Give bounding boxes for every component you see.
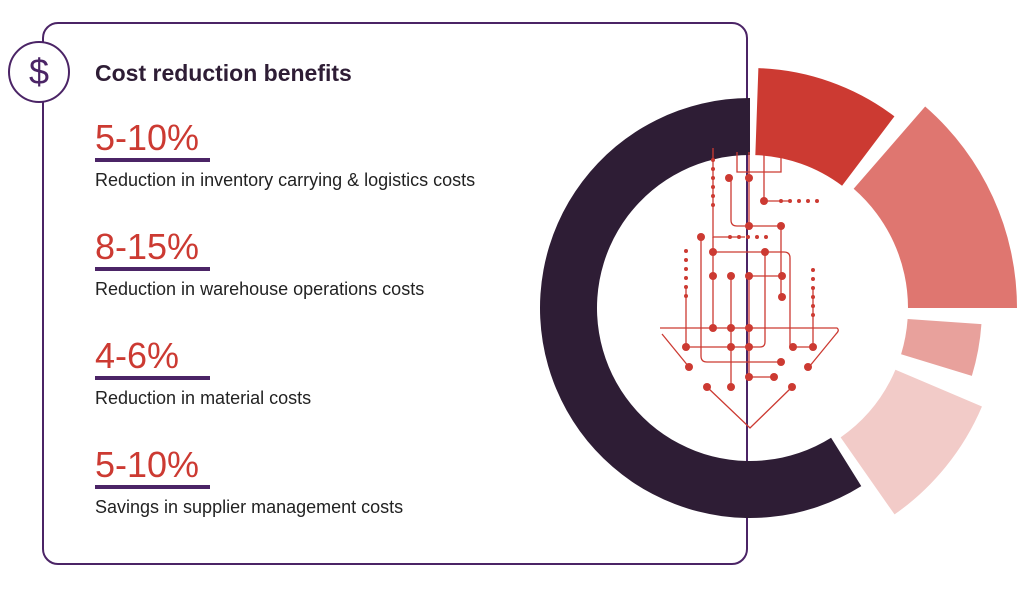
circuit-node [745,222,753,230]
circuit-node [761,248,769,256]
circuit-dot [811,304,815,308]
circuit-node [777,358,785,366]
circuit-trace [700,237,781,363]
circuit-dot [746,235,750,239]
circuit-dot [711,203,715,207]
benefit-label: Savings in supplier management costs [95,497,404,517]
donut-dark-segment [540,98,862,518]
circuit-trace [736,152,782,173]
benefit-item: 4-6% Reduction in material costs [95,336,311,409]
content-frame [42,22,748,565]
circuit-node [745,272,753,280]
circuit-dot [806,199,810,203]
circuit-node [804,363,812,371]
circuit-dot [811,277,815,281]
circuit-trace [660,327,839,368]
circuit-dot [711,185,715,189]
benefit-value: 5-10% [95,445,210,489]
circuit-node [709,248,717,256]
circuit-node [709,324,717,332]
circuit-dot [811,295,815,299]
circuit-node [697,233,705,241]
circuit-dot [684,285,688,289]
circuit-node [778,293,786,301]
circuit-dot [815,199,819,203]
benefit-value: 4-6% [95,336,210,380]
donut-segment-3 [901,319,982,376]
dollar-icon: $ [8,41,70,103]
benefit-value: 5-10% [95,118,210,162]
donut-segment-4 [840,369,982,515]
benefit-item: 5-10% Reduction in inventory carrying & … [95,118,475,191]
circuit-node [778,272,786,280]
circuit-node [789,343,797,351]
circuit-dot [711,194,715,198]
donut-segment-1 [755,68,895,186]
circuit-node [745,373,753,381]
circuit-dot [684,249,688,253]
circuit-dot [711,167,715,171]
donut-segment-2 [853,106,1017,308]
circuit-trace [730,178,782,296]
circuit-dot [728,235,732,239]
circuit-dot [684,276,688,280]
circuit-trace [686,251,766,348]
circuit-node [709,272,717,280]
circuit-dot [711,158,715,162]
benefit-item: 8-15% Reduction in warehouse operations … [95,227,424,300]
circuit-node [770,373,778,381]
circuit-node [745,324,753,332]
benefit-label: Reduction in warehouse operations costs [95,279,425,299]
circuit-node [727,272,735,280]
benefit-label: Reduction in inventory carrying & logist… [95,170,476,190]
circuit-node [788,383,796,391]
circuit-node [777,222,785,230]
circuit-node [703,383,711,391]
circuit-trace [763,152,790,202]
circuit-dot [788,199,792,203]
circuit-trace [765,251,813,348]
circuit-trace [706,386,793,429]
circuit-dot [797,199,801,203]
circuit-dot [684,258,688,262]
circuit-trace [661,333,690,368]
circuit-node [760,197,768,205]
benefit-label: Reduction in material costs [95,388,312,408]
circuit-dot [779,199,783,203]
circuit-node [745,174,753,182]
circuit-dot [764,235,768,239]
circuit-trace [712,148,745,238]
circuit-dot [755,235,759,239]
page-title: Cost reduction benefits [95,60,352,86]
circuit-node [727,383,735,391]
circuit-node [682,343,690,351]
circuit-node [727,324,735,332]
circuit-node [725,174,733,182]
circuit-node [809,343,817,351]
circuit-arrow-icon [660,148,839,429]
circuit-node [685,363,693,371]
circuit-node [745,343,753,351]
circuit-dot [737,235,741,239]
circuit-dot [811,313,815,317]
circuit-dot [811,286,815,290]
circuit-dot [684,294,688,298]
benefit-item: 5-10% Savings in supplier management cos… [95,445,403,518]
circuit-dot [684,267,688,271]
circuit-dot [711,176,715,180]
dollar-glyph: $ [28,51,50,92]
circuit-dot [811,268,815,272]
benefit-value: 8-15% [95,227,210,271]
circuit-node [727,343,735,351]
